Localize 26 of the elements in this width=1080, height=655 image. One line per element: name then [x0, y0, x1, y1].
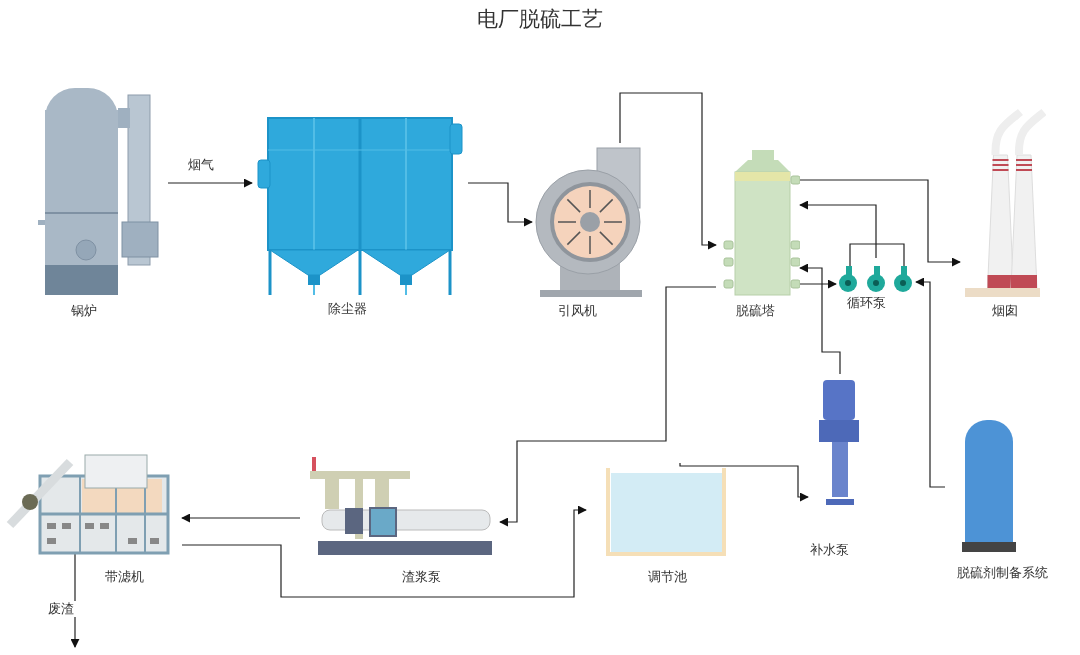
equipment-label: 带滤机 — [104, 569, 144, 585]
arrow — [799, 263, 841, 375]
equipment-label: 脱硫塔 — [735, 303, 775, 319]
equipment-label: 引风机 — [557, 303, 597, 319]
arrow — [499, 286, 717, 527]
arrow — [799, 179, 961, 267]
equipment-label: 调节池 — [647, 569, 687, 585]
equipment-label: 循环泵 — [846, 295, 886, 311]
equipment-label: 脱硫剂制备系统 — [956, 565, 1048, 581]
arrow — [915, 277, 946, 488]
edge-label: 废渣 — [46, 601, 76, 617]
arrow — [799, 279, 837, 289]
arrow — [181, 505, 587, 598]
equipment-label: 烟囱 — [992, 303, 1018, 319]
arrow — [181, 513, 301, 523]
equipment-label: 补水泵 — [809, 542, 849, 558]
equipment-label: 渣浆泵 — [401, 569, 441, 585]
arrow — [679, 462, 809, 502]
arrow — [619, 92, 717, 250]
edge-label: 烟气 — [186, 157, 216, 173]
arrow — [799, 200, 877, 259]
equipment-label: 锅炉 — [71, 303, 97, 319]
title: 电厂脱硫工艺 — [477, 6, 603, 32]
equipment-label: 除尘器 — [327, 301, 367, 317]
arrow — [467, 182, 533, 227]
arrow — [167, 178, 253, 188]
